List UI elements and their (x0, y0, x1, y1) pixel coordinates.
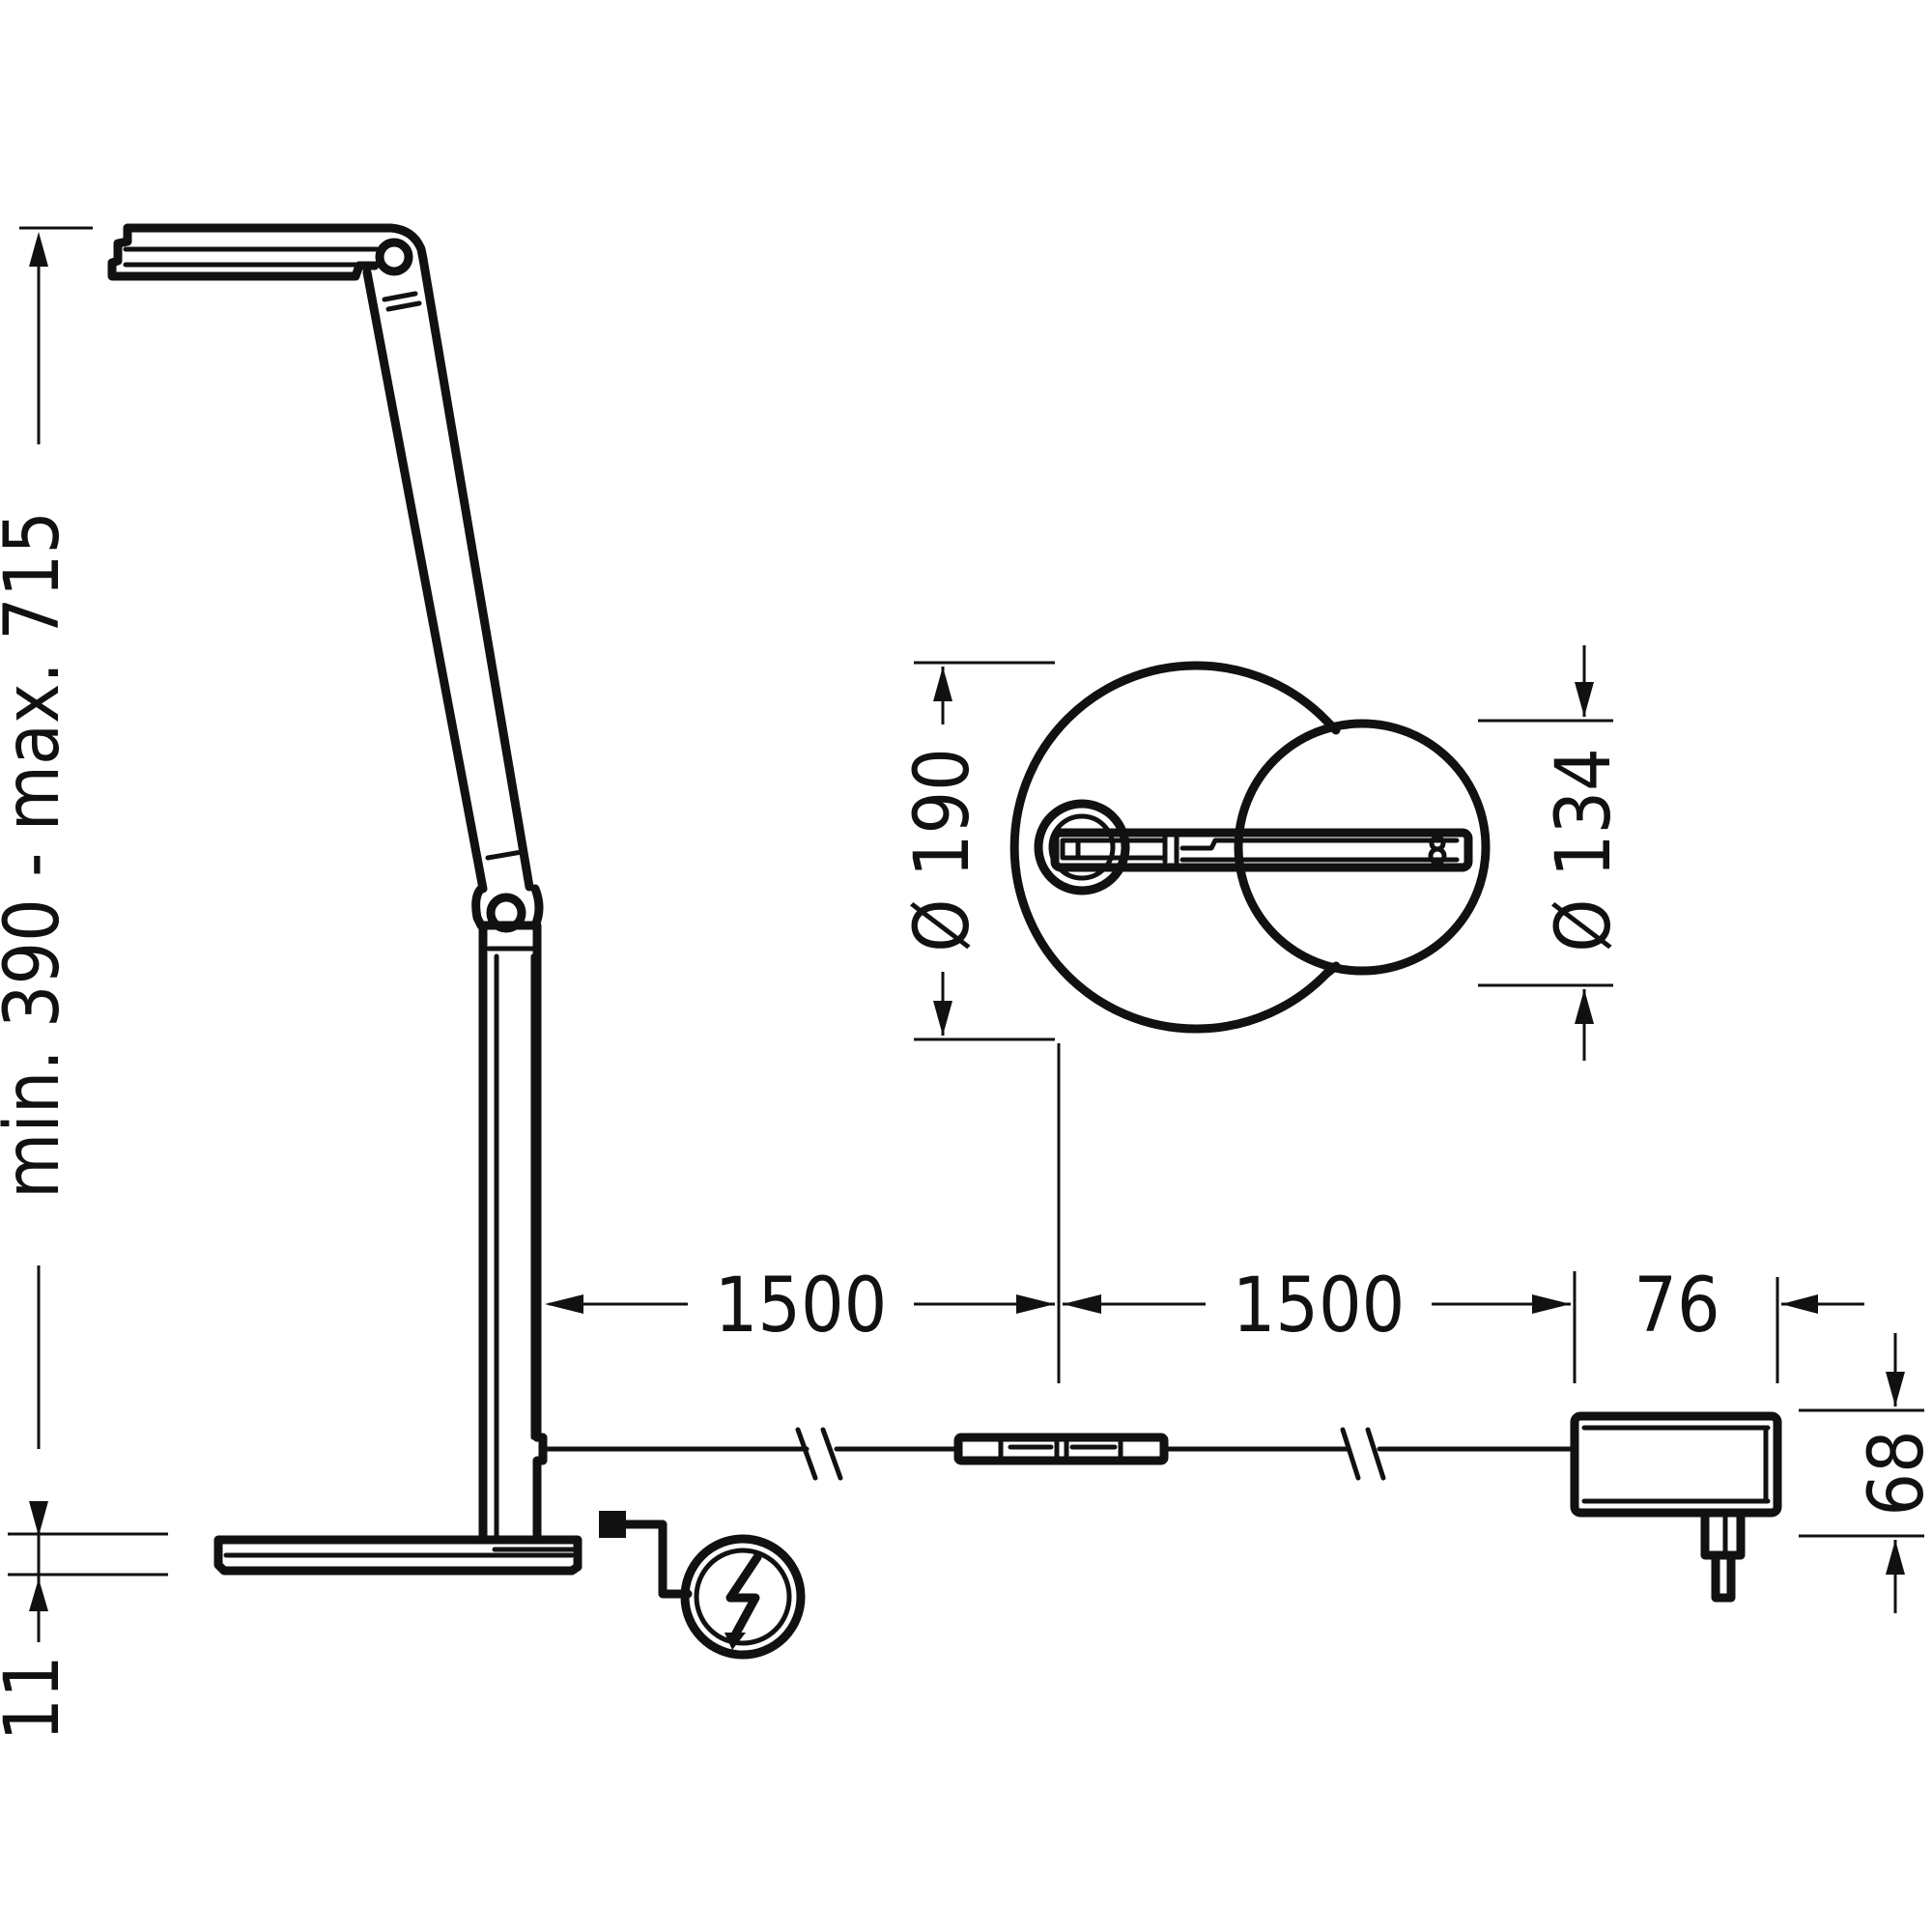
cable-1-label: 1500 (715, 1263, 888, 1350)
wireless-charge-port (599, 1511, 806, 1660)
dimension-labels: min. 390 - max. 715 11 1500 1500 76 68 Ø… (0, 511, 1932, 1742)
dimension-lines (8, 226, 1924, 1642)
power-adapter (1570, 1411, 1782, 1603)
cable-2-label: 1500 (1233, 1263, 1406, 1350)
base-diameter-label: Ø 190 (899, 748, 986, 952)
usb-plug (599, 1511, 626, 1538)
lamp-side-view (107, 223, 582, 1576)
adapter-width-label: 76 (1634, 1263, 1719, 1350)
adapter-height-label: 68 (1854, 1430, 1932, 1516)
height-range-label: min. 390 - max. 715 (0, 511, 76, 1199)
lamp-top-view (1009, 661, 1491, 1034)
cable-assembly (542, 1411, 1782, 1603)
head-diameter-label: Ø 134 (1541, 748, 1628, 952)
lightning-charge-icon (680, 1534, 806, 1660)
inline-connector (953, 1433, 1169, 1465)
base-thickness-label: 11 (0, 1655, 76, 1741)
